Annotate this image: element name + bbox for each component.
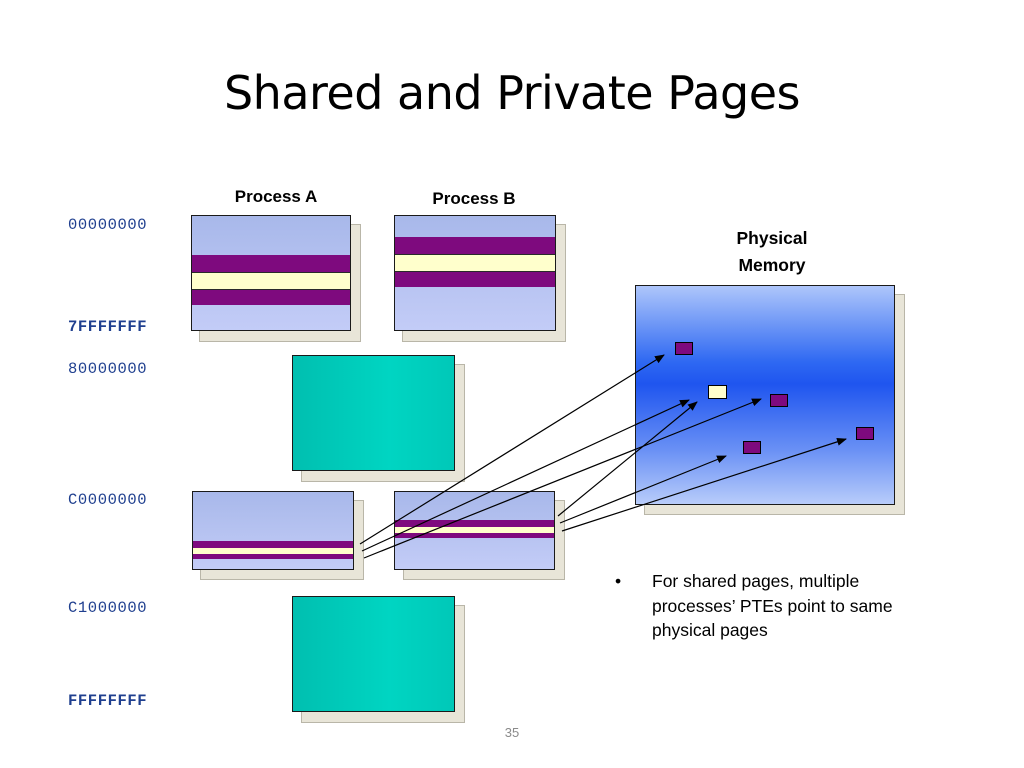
process-b-hyperspace-shared-2 [395, 533, 554, 538]
physical-memory-label: Physical Memory [712, 225, 832, 279]
arrow-a-to-shared-1 [359, 354, 665, 545]
physical-page-private [708, 385, 727, 399]
address-label-7fffffff: 7FFFFFFF [68, 318, 148, 336]
process-b-private-page [395, 254, 555, 272]
arrow-a-to-private [361, 399, 690, 552]
process-b-user-space [394, 215, 556, 331]
slide-title: Shared and Private Pages [223, 66, 801, 120]
arrow-b-to-shared-3 [559, 455, 727, 524]
address-label-80000000: 80000000 [68, 360, 148, 378]
process-b-hyperspace-private [395, 527, 554, 533]
arrow-a-to-shared-2 [363, 398, 762, 559]
slide-number: 35 [504, 725, 520, 740]
system-space-c1000000 [292, 596, 455, 712]
physical-page-shared-1 [675, 342, 693, 355]
bullet-list: For shared pages, multiple processes’ PT… [615, 569, 935, 643]
address-label-ffffffff: FFFFFFFF [68, 692, 148, 710]
process-a-user-space [191, 215, 351, 331]
system-space-80000000 [292, 355, 455, 471]
physical-memory-label-line1: Physical [736, 228, 808, 248]
process-a-shared-page-2 [192, 290, 350, 305]
address-label-c1000000: C1000000 [68, 599, 148, 617]
arrow-b-to-shared-1 [557, 401, 698, 517]
process-a-hyperspace [192, 491, 354, 570]
arrow-b-to-shared-4 [561, 437, 847, 532]
process-b-hyperspace-shared-1 [395, 520, 554, 527]
physical-page-shared-3 [743, 441, 761, 454]
physical-memory-label-line2: Memory [738, 255, 806, 275]
process-b-label: Process B [432, 189, 516, 208]
address-label-c0000000: C0000000 [68, 491, 148, 509]
process-a-hyperspace-shared-2 [193, 554, 353, 559]
address-label-00000000: 00000000 [68, 216, 148, 234]
physical-memory [635, 285, 895, 505]
process-a-shared-page-1 [192, 255, 350, 272]
physical-page-shared-4 [856, 427, 874, 440]
process-b-shared-page-1 [395, 237, 555, 254]
bullet-item: For shared pages, multiple processes’ PT… [615, 569, 935, 643]
process-a-hyperspace-shared-1 [193, 541, 353, 548]
physical-page-shared-2 [770, 394, 788, 407]
process-a-hyperspace-private [193, 548, 353, 554]
process-b-shared-page-2 [395, 272, 555, 287]
process-a-label: Process A [234, 187, 318, 206]
process-b-hyperspace [394, 491, 555, 570]
process-a-private-page [192, 272, 350, 290]
